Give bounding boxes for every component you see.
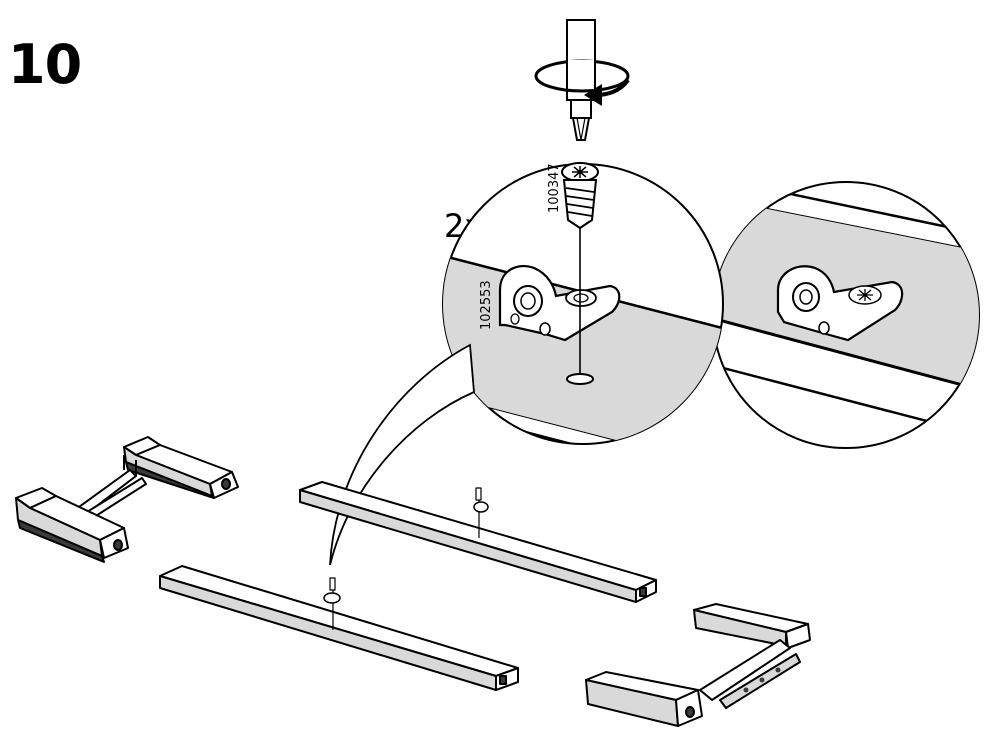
screw-part-code: 100347 xyxy=(547,163,562,213)
left-frame xyxy=(15,436,239,563)
callout-leader xyxy=(329,343,475,566)
right-frame xyxy=(585,603,811,727)
screw-icon xyxy=(561,162,599,230)
bracket-part xyxy=(498,264,621,342)
screwdriver-icon xyxy=(534,19,630,141)
detail-circle-insert xyxy=(442,163,724,445)
rail-back xyxy=(299,481,657,603)
detail-circle-result xyxy=(712,181,980,449)
step-number: 10 xyxy=(8,33,82,96)
bracket-mounted xyxy=(776,265,904,342)
rail-front xyxy=(159,565,519,691)
bracket-part-code: 102553 xyxy=(479,280,494,330)
